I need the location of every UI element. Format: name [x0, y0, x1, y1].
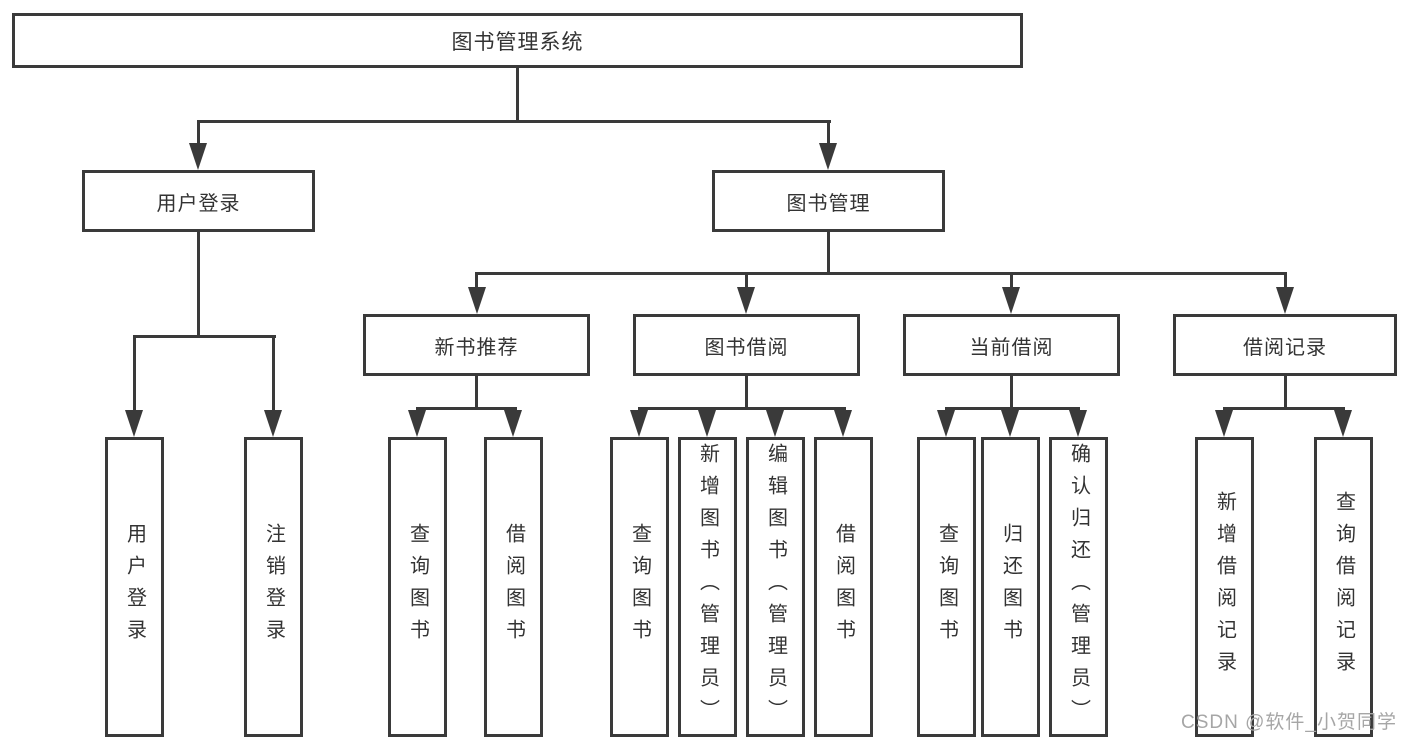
node-leaf-query-book-2: 查询图书: [610, 437, 669, 737]
arrowhead: [1215, 410, 1233, 437]
node-leaf-confirm-return-label: 确认归还（管理员）: [1067, 443, 1090, 731]
node-borrow-records-label: 借阅记录: [1243, 336, 1327, 359]
node-leaf-return-book-label: 归还图书: [999, 523, 1022, 651]
arrowhead: [1334, 410, 1352, 437]
connector-line: [827, 120, 830, 148]
node-book-borrow: 图书借阅: [633, 314, 860, 376]
node-leaf-query-book-3: 查询图书: [917, 437, 976, 737]
arrowhead: [766, 410, 784, 437]
node-leaf-query-book-3-label: 查询图书: [935, 523, 958, 651]
arrowhead: [264, 410, 282, 437]
arrowhead: [737, 287, 755, 314]
connector-borrow-records-stem: [1284, 376, 1287, 410]
connector-line: [197, 120, 200, 148]
node-book-management: 图书管理: [712, 170, 945, 232]
connector-current-borrow-bar: [945, 407, 1080, 410]
node-user-login-label: 用户登录: [156, 192, 241, 215]
node-leaf-return-book: 归还图书: [981, 437, 1040, 737]
node-leaf-confirm-return: 确认归还（管理员）: [1049, 437, 1108, 737]
node-leaf-edit-book-label: 编辑图书（管理员）: [764, 443, 787, 731]
connector-line: [1010, 272, 1013, 292]
connector-line: [272, 335, 275, 415]
arrowhead: [1002, 287, 1020, 314]
arrowhead: [834, 410, 852, 437]
arrowhead: [1001, 410, 1019, 437]
node-leaf-borrow-book-1-label: 借阅图书: [502, 523, 525, 651]
connector-root-stem: [516, 68, 519, 123]
connector-book-mgmt-stem: [827, 232, 830, 275]
node-leaf-add-book: 新增图书（管理员）: [678, 437, 737, 737]
node-leaf-user-login-label: 用户登录: [123, 523, 146, 651]
connector-current-borrow-stem: [1010, 376, 1013, 410]
arrowhead: [189, 143, 207, 170]
node-leaf-query-book-1-label: 查询图书: [406, 523, 429, 651]
node-leaf-edit-book: 编辑图书（管理员）: [746, 437, 805, 737]
node-root-label: 图书管理系统: [451, 30, 584, 54]
arrowhead: [630, 410, 648, 437]
node-new-book-recommend-label: 新书推荐: [434, 336, 519, 359]
node-root: 图书管理系统: [12, 13, 1023, 68]
arrowhead: [408, 410, 426, 437]
node-leaf-logout: 注销登录: [244, 437, 303, 737]
connector-book-borrow-stem: [745, 376, 748, 410]
connector-line: [745, 272, 748, 292]
node-leaf-borrow-book-1: 借阅图书: [484, 437, 543, 737]
node-current-borrow: 当前借阅: [903, 314, 1120, 376]
connector-book-borrow-bar: [638, 407, 846, 410]
arrowhead: [1069, 410, 1087, 437]
node-leaf-logout-label: 注销登录: [262, 523, 285, 651]
node-leaf-query-book-2-label: 查询图书: [628, 523, 651, 651]
connector-borrow-records-bar: [1223, 407, 1345, 410]
arrowhead: [504, 410, 522, 437]
node-leaf-query-borrow-record: 查询借阅记录: [1314, 437, 1373, 737]
arrowhead: [937, 410, 955, 437]
node-borrow-records: 借阅记录: [1173, 314, 1397, 376]
node-leaf-add-borrow-record-label: 新增借阅记录: [1213, 491, 1236, 683]
arrowhead: [1276, 287, 1294, 314]
node-leaf-borrow-book-2-label: 借阅图书: [832, 523, 855, 651]
node-leaf-user-login: 用户登录: [105, 437, 164, 737]
arrowhead: [468, 287, 486, 314]
node-leaf-add-book-label: 新增图书（管理员）: [696, 443, 719, 731]
connector-user-login-bar: [133, 335, 276, 338]
node-leaf-query-borrow-record-label: 查询借阅记录: [1332, 491, 1355, 683]
node-leaf-borrow-book-2: 借阅图书: [814, 437, 873, 737]
connector-new-book-stem: [475, 376, 478, 410]
node-current-borrow-label: 当前借阅: [969, 336, 1054, 359]
node-book-borrow-label: 图书借阅: [704, 336, 789, 359]
connector-line: [133, 335, 136, 415]
node-book-management-label: 图书管理: [786, 192, 871, 215]
arrowhead: [698, 410, 716, 437]
connector-line: [1284, 272, 1287, 292]
connector-book-mgmt-bar: [475, 272, 1287, 275]
connector-user-login-stem: [197, 232, 200, 338]
connector-new-book-bar: [416, 407, 517, 410]
node-leaf-query-book-1: 查询图书: [388, 437, 447, 737]
node-user-login: 用户登录: [82, 170, 315, 232]
node-new-book-recommend: 新书推荐: [363, 314, 590, 376]
watermark-text: CSDN @软件_小贺同学: [1181, 712, 1397, 733]
node-leaf-add-borrow-record: 新增借阅记录: [1195, 437, 1254, 737]
connector-root-bar: [197, 120, 831, 123]
arrowhead: [819, 143, 837, 170]
arrowhead: [125, 410, 143, 437]
connector-line: [475, 272, 478, 292]
